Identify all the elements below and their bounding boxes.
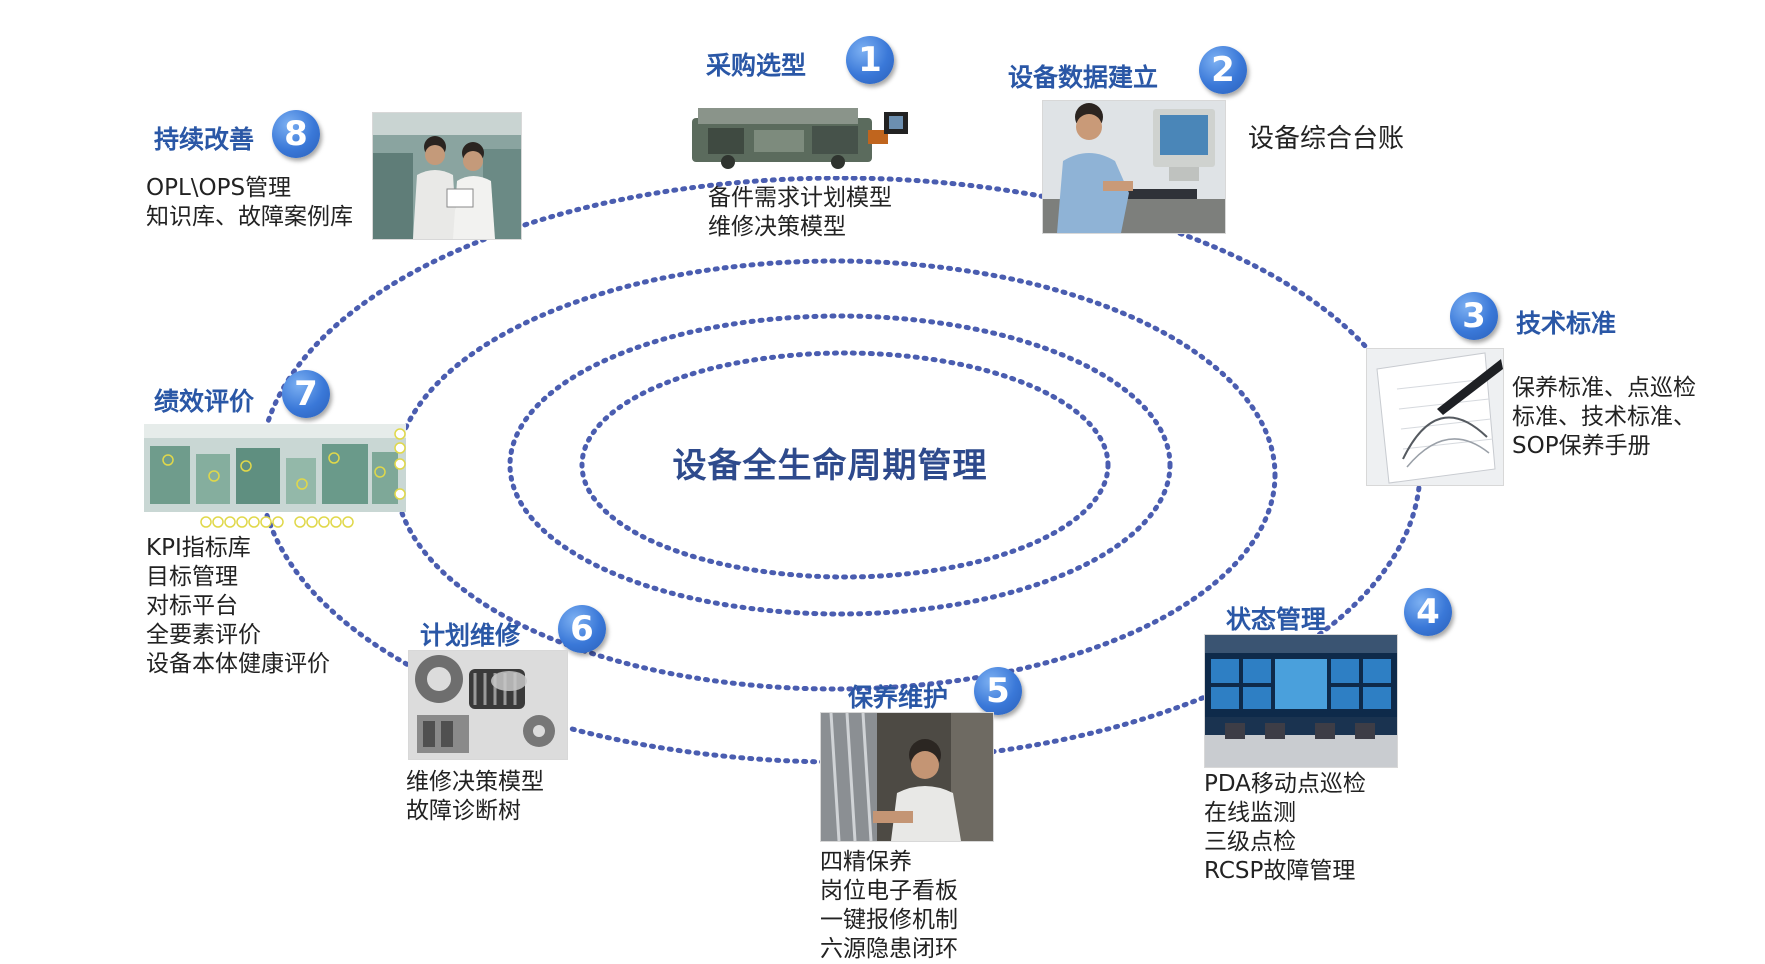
ring-inner <box>579 350 1111 580</box>
stage-3-description: 保养标准、点巡检 标准、技术标准、 SOP保养手册 <box>1512 375 1696 459</box>
ring-second <box>392 258 1278 692</box>
stage-4-description: PDA移动点巡检 在线监测 三级点检 RCSP故障管理 <box>1204 771 1366 884</box>
stage-3-title: 技术标准 <box>1516 309 1617 338</box>
stage-2-badge: 2 <box>1199 46 1247 94</box>
stage-5-description: 四精保养 岗位电子看板 一键报修机制 六源隐患闭环 <box>820 849 958 962</box>
stage-8-badge: 8 <box>272 110 320 158</box>
stage-6-description: 维修决策模型 故障诊断树 <box>406 769 544 824</box>
stage-4-title: 状态管理 <box>1226 605 1327 634</box>
stage-5-title: 保养维护 <box>848 683 949 712</box>
stage-1-description: 备件需求计划模型 维修决策模型 <box>708 185 892 240</box>
stage-5-badge: 5 <box>974 667 1022 715</box>
center-title: 设备全生命周期管理 <box>672 446 988 486</box>
computer-operator-photo-icon <box>1042 100 1226 234</box>
technician-photo-icon <box>820 712 994 842</box>
bearing-parts-photo-icon <box>408 650 568 760</box>
stage-6-badge: 6 <box>558 605 606 653</box>
stage-1-badge: 1 <box>846 36 894 84</box>
stage-7-title: 绩效评价 <box>154 387 255 416</box>
chart-document-photo-icon <box>1366 348 1504 486</box>
stage-2-title: 设备数据建立 <box>1008 63 1159 92</box>
stage-2-note: 设备综合台账 <box>1248 124 1405 154</box>
stage-1-title: 采购选型 <box>706 51 807 80</box>
stage-6-title: 计划维修 <box>420 621 521 650</box>
stage-3-badge: 3 <box>1450 292 1498 340</box>
stage-8-title: 持续改善 <box>154 125 255 154</box>
workers-discussion-photo-icon <box>372 112 522 240</box>
stage-8-description: OPL\OPS管理 知识库、故障案例库 <box>146 175 353 230</box>
ring-third <box>507 313 1173 617</box>
machine-photo-icon <box>688 100 914 176</box>
production-line-photo-icon <box>144 424 406 528</box>
stage-7-description: KPI指标库 目标管理 对标平台 全要素评价 设备本体健康评价 <box>146 535 330 677</box>
control-room-photo-icon <box>1204 634 1398 768</box>
stage-4-badge: 4 <box>1404 588 1452 636</box>
stage-7-badge: 7 <box>282 370 330 418</box>
